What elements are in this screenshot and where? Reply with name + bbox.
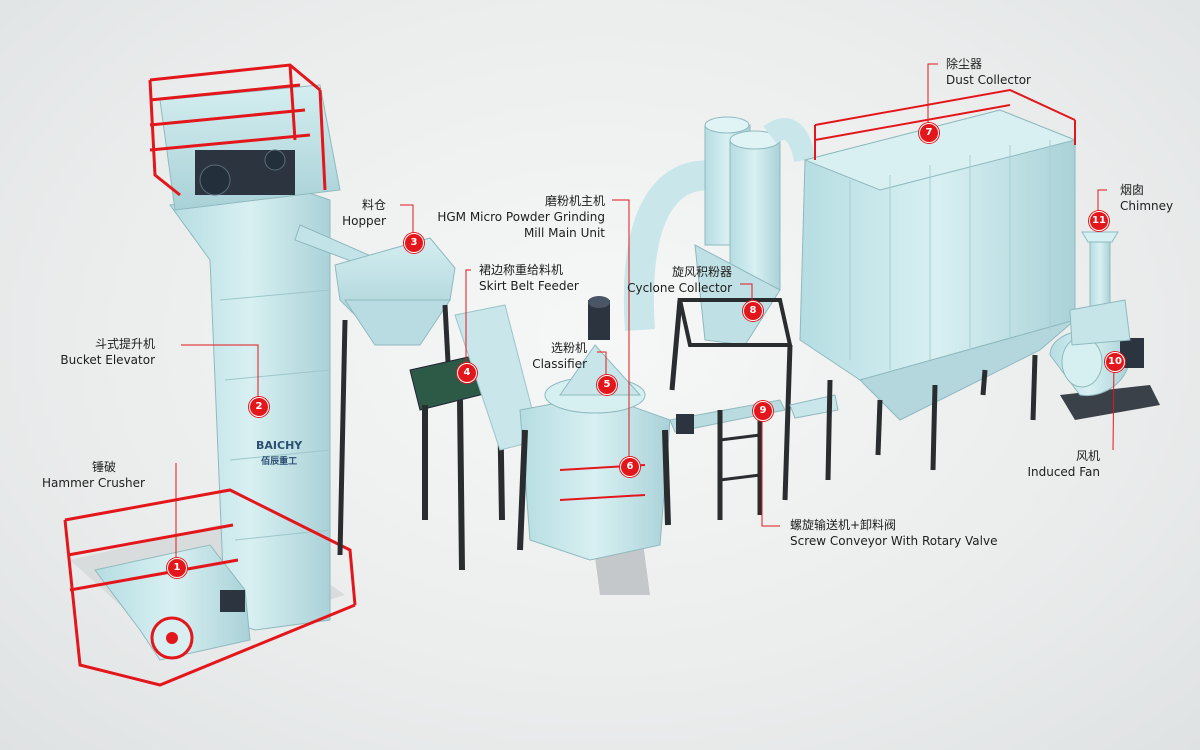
label-classifier: 选粉机 Classifier: [525, 340, 587, 372]
marker-5: 5: [597, 375, 617, 395]
label-cn: 风机: [1075, 449, 1100, 463]
brand-logo-elevator: BAICHY 佰辰重工: [256, 438, 302, 470]
marker-11: 11: [1089, 211, 1109, 231]
label-en: Classifier: [532, 357, 587, 371]
label-en: Induced Fan: [1027, 465, 1100, 479]
marker-1: 1: [167, 558, 187, 578]
label-cn: 旋风积粉器: [671, 265, 732, 279]
marker-3: 3: [404, 233, 424, 253]
hopper: [294, 224, 456, 556]
label-cn: 磨粉机主机: [544, 194, 605, 208]
label-en: Screw Conveyor With Rotary Valve: [790, 534, 998, 548]
marker-8: 8: [743, 301, 763, 321]
grinding-mill: [517, 296, 671, 561]
brand-logo-cn: 佰辰重工: [261, 457, 298, 467]
label-hopper: 料仓 Hopper: [330, 197, 386, 229]
label-grinding-mill: 磨粉机主机 HGM Micro Powder Grinding Mill Mai…: [420, 193, 605, 241]
dust-collector-railing: [814, 88, 1076, 160]
dust-collector: [799, 109, 1077, 481]
label-en: Hammer Crusher: [42, 476, 145, 490]
label-dust-collector: 除尘器 Dust Collector: [946, 56, 1031, 88]
label-en: Hopper: [342, 214, 386, 228]
marker-7: 7: [919, 123, 939, 143]
label-screw-conveyor: 螺旋输送机+卸料阀 Screw Conveyor With Rotary Val…: [790, 517, 997, 549]
label-en-line2: Mill Main Unit: [523, 226, 605, 240]
bucket-elevator-railing: [148, 63, 327, 197]
label-en: Dust Collector: [946, 73, 1031, 87]
label-bucket-elevator: 斗式提升机 Bucket Elevator: [60, 336, 155, 368]
induced-fan: [1049, 330, 1160, 420]
label-chimney: 烟囱 Chimney: [1120, 182, 1173, 214]
label-skirt-belt-feeder: 裙边称重给料机 Skirt Belt Feeder: [479, 262, 579, 294]
brand-logo-text: BAICHY: [256, 439, 303, 452]
label-cn: 锤破: [92, 460, 117, 474]
cyclone-collector: [623, 116, 816, 501]
label-cn: 螺旋输送机+卸料阀: [790, 518, 897, 532]
label-en: Chimney: [1120, 199, 1174, 213]
label-cn: 料仓: [361, 198, 386, 212]
label-en: HGM Micro Powder Grinding: [437, 210, 605, 224]
label-en: Skirt Belt Feeder: [479, 279, 579, 293]
chimney: [1069, 231, 1131, 346]
skirt-belt-feeder: [409, 304, 541, 571]
marker-9: 9: [753, 401, 773, 421]
label-cn: 除尘器: [946, 57, 983, 71]
label-hammer-crusher: 锤破 Hammer Crusher: [42, 459, 145, 491]
label-cn: 裙边称重给料机: [479, 263, 564, 277]
marker-2: 2: [249, 397, 269, 417]
marker-10: 10: [1105, 352, 1125, 372]
marker-4: 4: [457, 363, 477, 383]
label-cn: 烟囱: [1120, 183, 1145, 197]
hammer-crusher: [94, 544, 251, 661]
label-en: Cyclone Collector: [627, 281, 732, 295]
label-cyclone-collector: 旋风积粉器 Cyclone Collector: [620, 264, 732, 296]
label-en: Bucket Elevator: [60, 353, 155, 367]
label-induced-fan: 风机 Induced Fan: [1020, 448, 1100, 480]
label-cn: 选粉机: [550, 341, 587, 355]
crusher-railing: [63, 488, 357, 687]
label-cn: 斗式提升机: [94, 337, 155, 351]
marker-6: 6: [620, 457, 640, 477]
